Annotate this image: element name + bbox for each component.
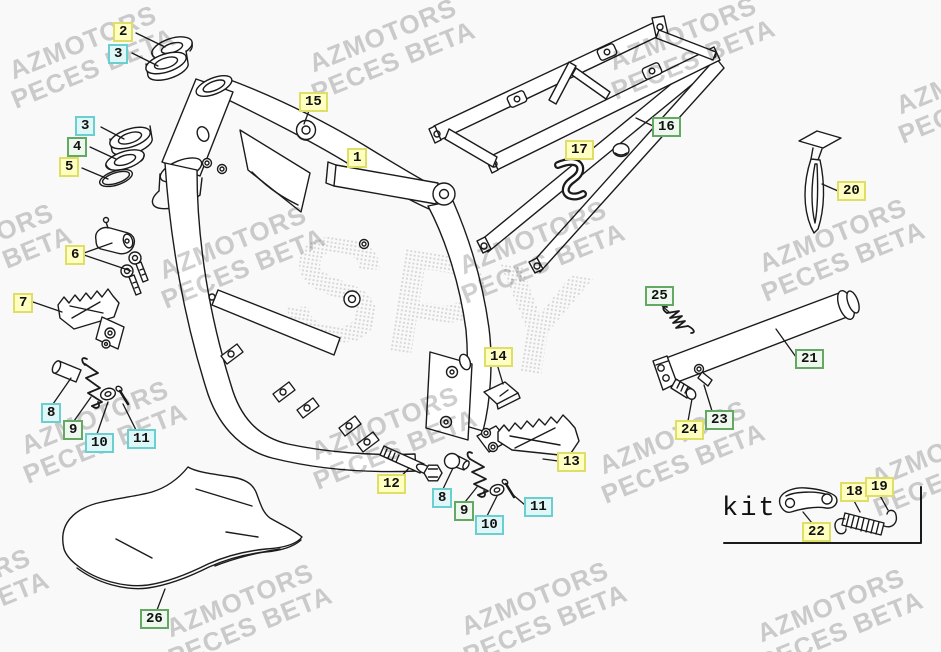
washer-part10-left — [99, 387, 117, 401]
part-label-17: 17 — [565, 140, 594, 160]
bolt-part23 — [693, 363, 713, 387]
spring-part25 — [662, 305, 695, 334]
part-label-19: 19 — [865, 477, 894, 497]
part-label-9: 9 — [454, 501, 475, 521]
sidestand-part21 — [652, 290, 860, 391]
part-label-13: 13 — [557, 452, 586, 472]
washer-part10-right — [489, 483, 505, 497]
part-label-4: 4 — [67, 137, 88, 157]
part-label-8: 8 — [41, 403, 62, 423]
part-label-7: 7 — [13, 293, 34, 313]
part-label-22: 22 — [802, 522, 831, 542]
frame-main — [151, 75, 492, 473]
kit-text: kit — [722, 494, 777, 524]
part-label-2: 2 — [113, 22, 134, 42]
subframe-part16 — [428, 15, 725, 274]
pin-part8-right — [443, 452, 470, 471]
part-label-23: 23 — [705, 410, 734, 430]
part-label-1: 1 — [347, 148, 368, 168]
spring-part9-left — [81, 357, 103, 409]
part-label-10: 10 — [475, 515, 504, 535]
part-label-3: 3 — [75, 116, 96, 136]
part-label-14: 14 — [484, 347, 513, 367]
footpeg-part7 — [57, 288, 125, 350]
part-label-20: 20 — [837, 181, 866, 201]
part-label-11: 11 — [127, 429, 156, 449]
bolt-part12 — [379, 445, 443, 482]
bearing-part3-upper — [145, 50, 189, 81]
part-label-12: 12 — [377, 474, 406, 494]
part-label-5: 5 — [59, 157, 80, 177]
part-label-6: 6 — [65, 245, 86, 265]
pin-part11-left — [115, 385, 130, 406]
seal-part4 — [105, 149, 145, 171]
part-label-11: 11 — [524, 497, 553, 517]
tool-part20 — [798, 130, 842, 234]
seat-part26 — [62, 466, 303, 590]
kit-frame-lines — [723, 486, 922, 544]
part-label-9: 9 — [63, 420, 84, 440]
part-label-16: 16 — [652, 117, 681, 137]
bracket-part17 — [554, 157, 587, 201]
part-label-26: 26 — [140, 609, 169, 629]
part-label-8: 8 — [432, 488, 453, 508]
footpeg-part13 — [476, 414, 580, 457]
leader-lines — [32, 32, 889, 611]
part-label-21: 21 — [795, 349, 824, 369]
pin-part24 — [670, 378, 697, 400]
part-label-25: 25 — [645, 286, 674, 306]
oring-part5 — [98, 168, 134, 188]
part-label-3: 3 — [108, 44, 129, 64]
wedge-part14 — [483, 381, 521, 410]
part-label-24: 24 — [675, 420, 704, 440]
part-label-10: 10 — [85, 433, 114, 453]
bushing-part15 — [295, 119, 317, 141]
part-label-15: 15 — [299, 92, 328, 112]
spring-part9-right — [466, 451, 489, 498]
bearing-part3-lower — [109, 125, 153, 156]
lock-part6 — [95, 216, 149, 296]
kit-bracket-part22 — [778, 487, 838, 513]
pin-part8-left — [51, 360, 82, 383]
kit-spring-part18-19 — [834, 509, 898, 536]
